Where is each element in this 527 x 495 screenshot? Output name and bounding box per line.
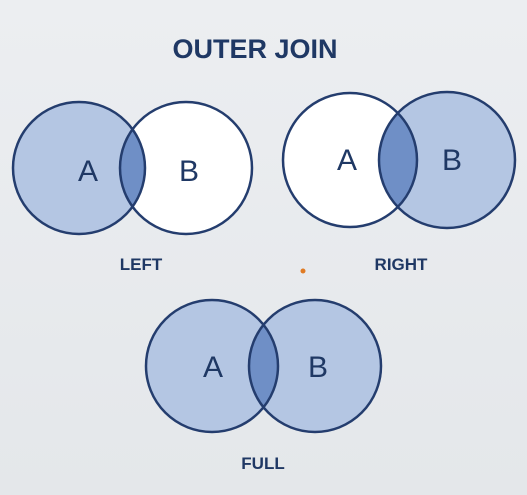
full-set-a-circle: [146, 300, 278, 432]
right-caption: RIGHT: [375, 255, 429, 274]
full-set-b-circle: [249, 300, 381, 432]
left-join-venn: A B LEFT: [11, 100, 254, 274]
left-set-a-circle: [13, 102, 145, 234]
left-set-b-circle: [120, 102, 252, 234]
right-set-b-circle: [379, 92, 515, 228]
left-set-a-outline: [11, 100, 147, 236]
page-title: OUTER JOIN: [172, 34, 337, 64]
marker-dot: [300, 268, 306, 274]
right-set-b-label: B: [442, 144, 462, 177]
full-set-b-outline: [247, 298, 383, 434]
full-set-a-outline: [144, 298, 280, 434]
right-set-a-circle: [283, 93, 417, 227]
left-set-b-outline: [118, 100, 254, 236]
right-set-a-outline: [281, 91, 419, 229]
full-set-a-label: A: [203, 351, 223, 384]
full-join-venn: A B FULL: [144, 298, 383, 473]
right-set-a-label: A: [337, 144, 357, 177]
right-set-b-outline: [377, 90, 517, 230]
left-set-b-label: B: [179, 155, 199, 188]
right-join-venn: A B RIGHT: [281, 90, 517, 274]
left-set-a-label: A: [78, 155, 98, 188]
full-caption: FULL: [241, 454, 284, 473]
left-caption: LEFT: [120, 255, 163, 274]
full-set-b-label: B: [308, 351, 328, 384]
